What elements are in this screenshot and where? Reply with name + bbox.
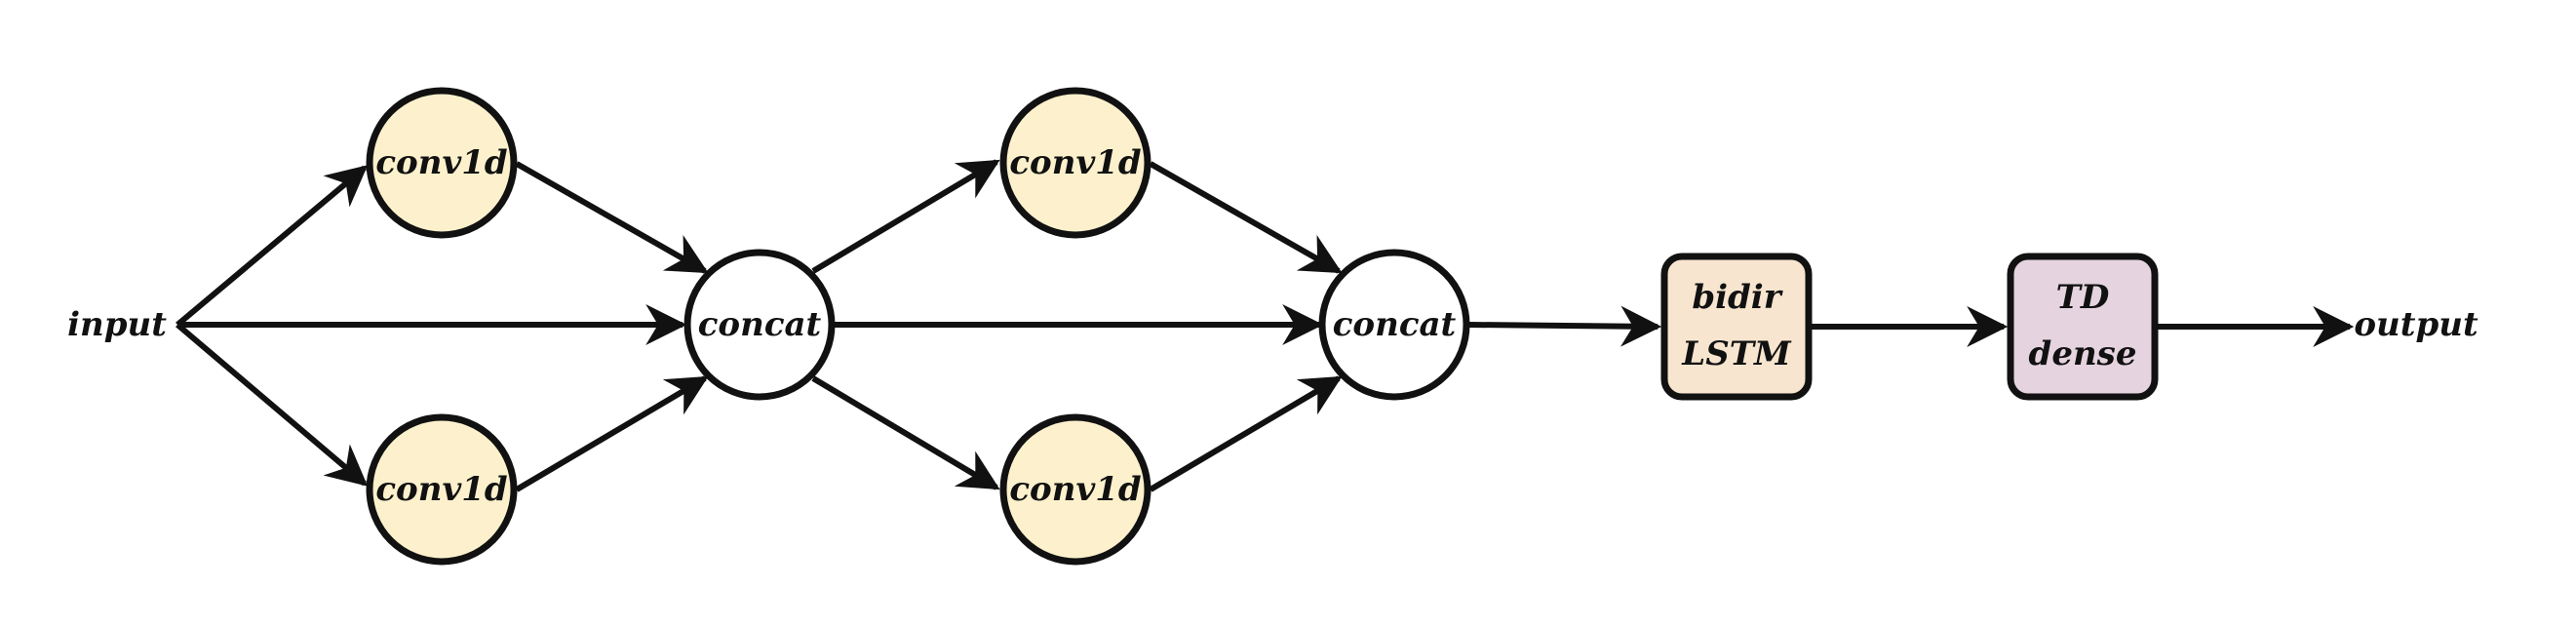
edge-input-to-conv1d-top bbox=[176, 165, 369, 328]
conv1d-node-label: conv1d bbox=[375, 470, 508, 509]
conv1d-node-circle bbox=[999, 87, 1151, 239]
concat-node: concat bbox=[1318, 249, 1470, 401]
bidir-lstm-label-line1: bidir bbox=[1692, 278, 1782, 317]
td-dense-label-line1: TD bbox=[2056, 278, 2110, 317]
edge-conv1d-bottom-to-concat-1 bbox=[515, 375, 709, 492]
conv1d-node: conv1d bbox=[999, 87, 1151, 239]
conv1d-node-circle bbox=[366, 413, 518, 566]
td-dense-box bbox=[2007, 253, 2159, 401]
conv1d-node-circle bbox=[999, 413, 1151, 566]
conv1d-node-label: conv1d bbox=[1009, 470, 1142, 509]
edge-concat-1-to-conv1d-bottom bbox=[811, 375, 1000, 490]
edge-concat-1-to-conv1d-top bbox=[811, 159, 1000, 274]
concat-node-circle bbox=[683, 249, 836, 401]
bidir-lstm-box bbox=[1660, 253, 1813, 401]
td-dense-node: TD dense bbox=[2007, 253, 2159, 401]
conv1d-node: conv1d bbox=[999, 413, 1151, 566]
conv1d-node-circle bbox=[366, 87, 518, 239]
concat-node-label: concat bbox=[1333, 305, 1457, 344]
edge-conv1d-top-to-concat-1 bbox=[515, 161, 709, 274]
bidir-lstm-label-line2: LSTM bbox=[1681, 334, 1792, 373]
output-label: output bbox=[2354, 305, 2478, 344]
edge-concat-2-to-lstm bbox=[1467, 305, 1662, 347]
concat-node-circle bbox=[1318, 249, 1470, 401]
edge-input-to-conv1d-bottom bbox=[176, 322, 369, 487]
edges bbox=[176, 159, 2355, 492]
conv1d-node-label: conv1d bbox=[1009, 143, 1142, 182]
conv1d-node-label: conv1d bbox=[375, 143, 508, 182]
concat-node: concat bbox=[683, 249, 836, 401]
concat-node-label: concat bbox=[698, 305, 822, 344]
input-label: input bbox=[67, 305, 167, 344]
edge-conv1d-top-2-to-concat-2 bbox=[1149, 161, 1343, 274]
conv1d-node: conv1d bbox=[366, 87, 518, 239]
edge-conv1d-bottom-2-to-concat-2 bbox=[1149, 375, 1343, 492]
td-dense-label-line2: dense bbox=[2029, 334, 2137, 373]
bidir-lstm-node: bidir LSTM bbox=[1660, 253, 1813, 401]
conv1d-node: conv1d bbox=[366, 413, 518, 566]
